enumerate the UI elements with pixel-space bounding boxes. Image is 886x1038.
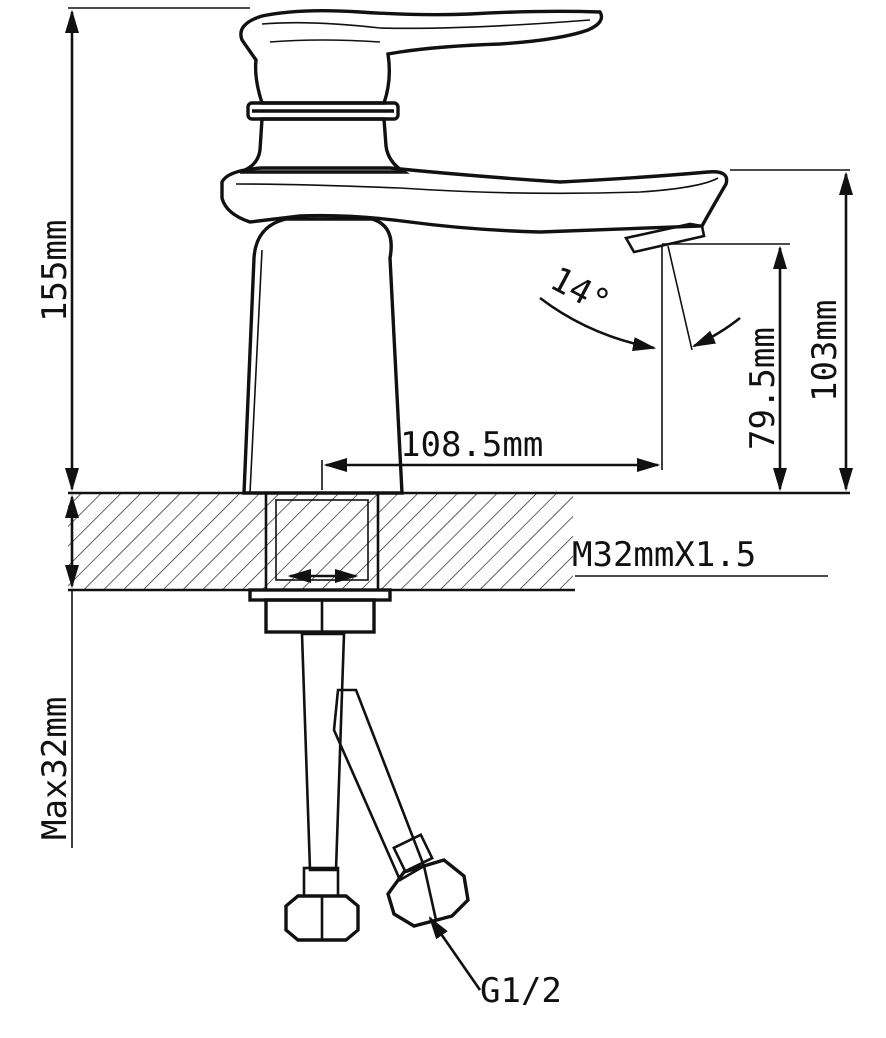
faucet-body <box>220 8 729 495</box>
spout-reach-label: 108.5mm <box>400 425 543 465</box>
deck-thickness-label: Max32mm <box>35 697 75 840</box>
thread-callout: M32mmX1.5 <box>572 535 756 575</box>
dimension-spout-angle: 14° <box>539 245 741 352</box>
dimension-deck-thickness: Max32mm <box>35 494 80 848</box>
outlet-height-label: 79.5mm <box>743 327 783 450</box>
hex-fittings <box>284 858 470 942</box>
dimension-spout-height: 103mm <box>730 169 854 492</box>
dimension-total-height: 155mm <box>35 7 250 492</box>
mounting-nut <box>248 588 392 634</box>
hose-connection-callout: G1/2 <box>428 916 562 1011</box>
spout-height-label: 103mm <box>805 300 845 402</box>
thread-label: M32mmX1.5 <box>572 535 756 575</box>
dimension-outlet-height: 79.5mm <box>662 243 790 492</box>
hose-connection-label: G1/2 <box>480 971 562 1011</box>
dimension-spout-reach: 108.5mm <box>321 246 663 490</box>
flexible-hoses <box>300 632 434 898</box>
spout-angle-label: 14° <box>544 259 617 323</box>
total-height-label: 155mm <box>35 220 75 322</box>
